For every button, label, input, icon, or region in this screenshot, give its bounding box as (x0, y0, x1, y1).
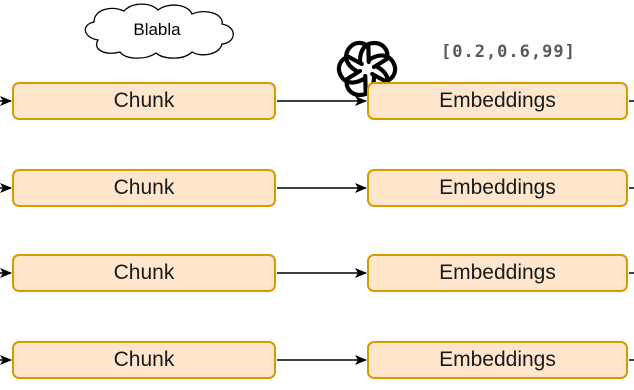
chunk-box[interactable]: Chunk (12, 254, 276, 292)
embeddings-label: Embeddings (439, 176, 556, 199)
cloud-label: Blabla (133, 20, 181, 39)
chunk-label: Chunk (113, 348, 175, 371)
embeddings-box[interactable]: Embeddings (367, 169, 628, 207)
embedding-vector-label: [0.2,0.6,99] (441, 42, 576, 62)
chunk-label: Chunk (113, 89, 175, 112)
chunk-box[interactable]: Chunk (12, 341, 276, 379)
chunk-label: Chunk (113, 176, 175, 199)
embeddings-box[interactable]: Embeddings (367, 254, 628, 292)
embeddings-label: Embeddings (439, 348, 556, 371)
embeddings-label: Embeddings (439, 89, 556, 112)
chunk-label: Chunk (113, 261, 175, 284)
openai-logo-icon (332, 37, 402, 101)
chunk-box[interactable]: Chunk (12, 169, 276, 207)
embeddings-box[interactable]: Embeddings (367, 82, 628, 120)
chunk-box[interactable]: Chunk (12, 82, 276, 120)
embeddings-box[interactable]: Embeddings (367, 341, 628, 379)
embeddings-label: Embeddings (439, 261, 556, 284)
cloud-shape (84, 3, 234, 59)
